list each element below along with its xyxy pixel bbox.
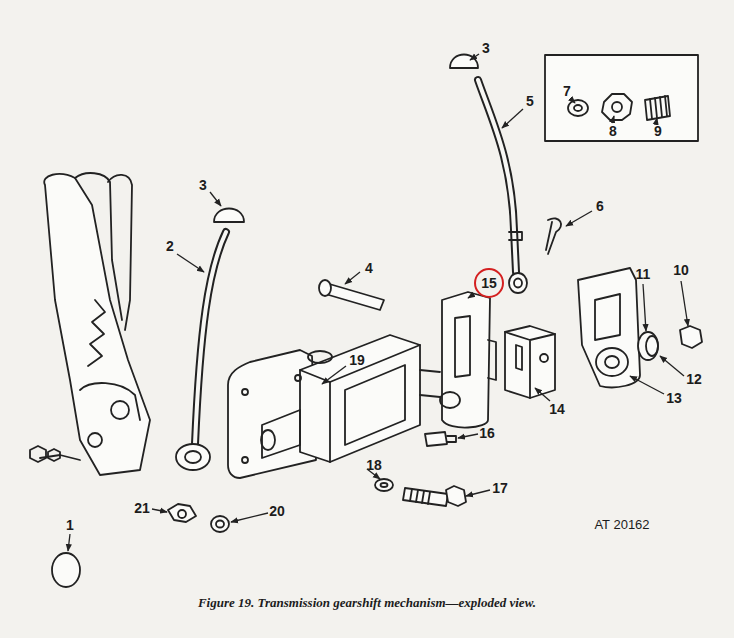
callout-number: 20 bbox=[269, 504, 285, 518]
figure-code: AT 20162 bbox=[594, 518, 649, 531]
figure-caption: Figure 19. Transmission gearshift mechan… bbox=[198, 595, 536, 611]
callout-number: 15 bbox=[481, 276, 497, 290]
callout-number: 9 bbox=[654, 124, 662, 138]
callout-number: 11 bbox=[636, 267, 651, 281]
callout-number: 18 bbox=[366, 458, 382, 472]
callout-number: 3 bbox=[482, 41, 490, 55]
callout-number: 8 bbox=[609, 124, 617, 138]
callout-number: 14 bbox=[549, 402, 565, 416]
callout-number: 4 bbox=[365, 261, 373, 275]
callout-number: 10 bbox=[673, 263, 689, 277]
callout-number: 16 bbox=[479, 426, 495, 440]
callout-number: 19 bbox=[349, 353, 365, 367]
callout-number: 13 bbox=[666, 391, 682, 405]
callout-number: 6 bbox=[596, 199, 604, 213]
callout-number: 21 bbox=[134, 501, 150, 515]
callout-number: 17 bbox=[492, 481, 508, 495]
callout-number: 2 bbox=[166, 239, 174, 253]
callout-number: 7 bbox=[563, 84, 571, 98]
callout-number: 12 bbox=[686, 372, 702, 386]
highlight-circle: 15 bbox=[474, 268, 504, 298]
callout-number: 1 bbox=[66, 518, 74, 532]
callout-number: 5 bbox=[526, 94, 534, 108]
callout-number: 3 bbox=[199, 178, 207, 192]
